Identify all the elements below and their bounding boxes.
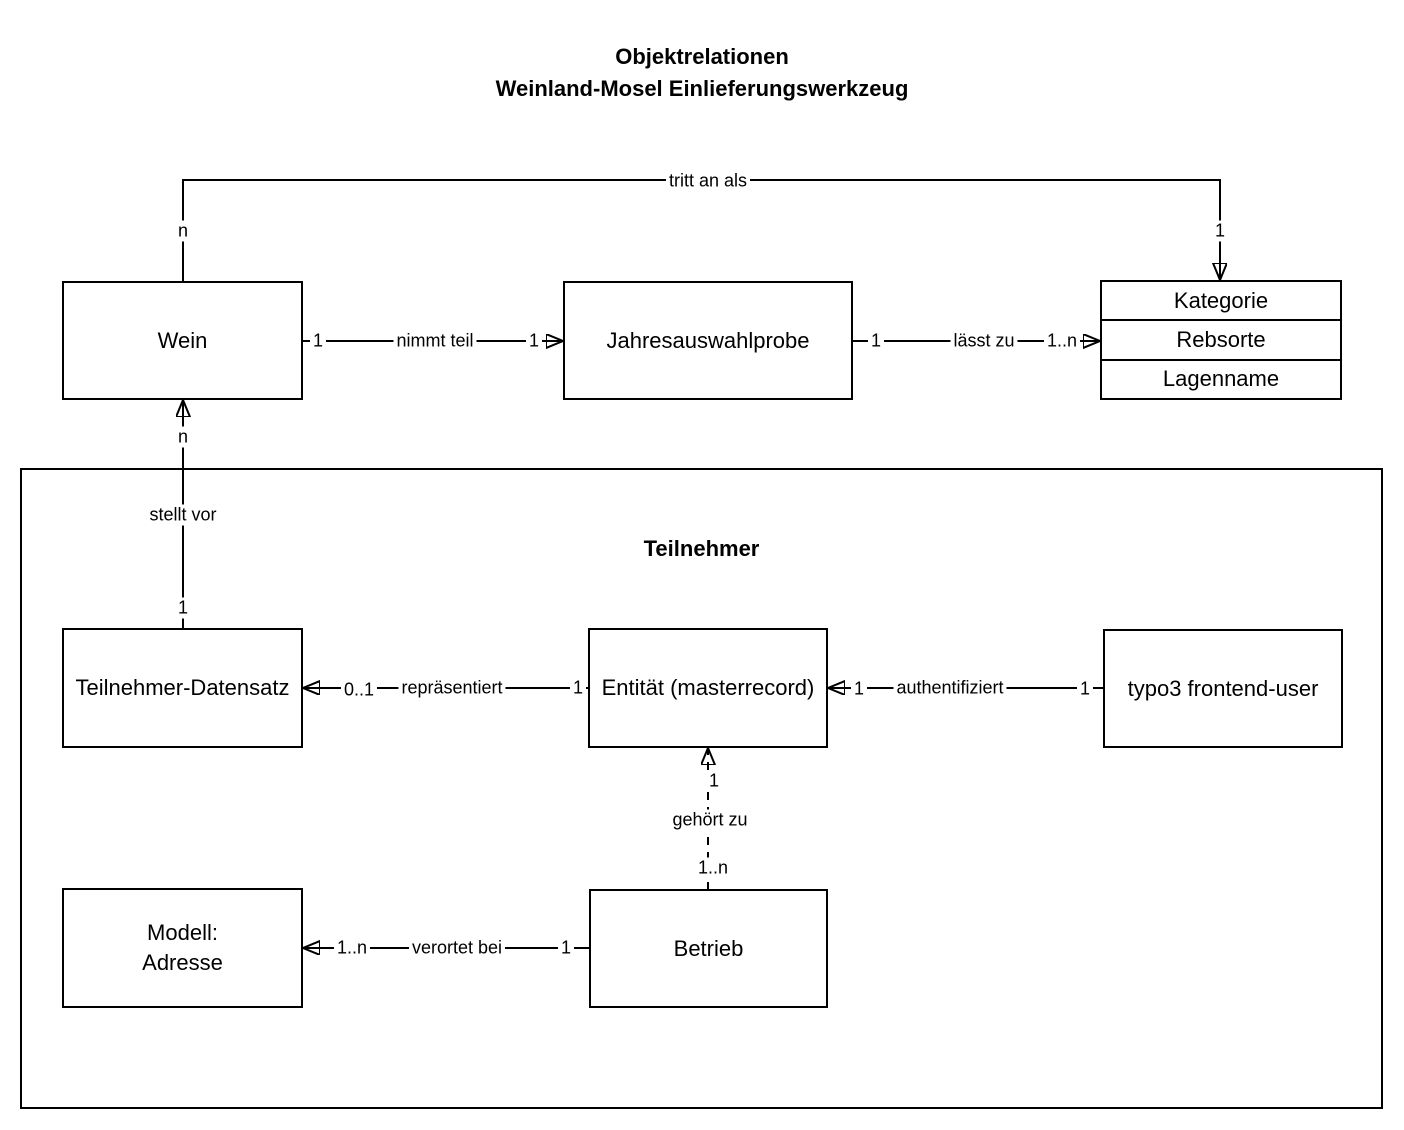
- cardinality-gehoert-zu-source: 1..n: [694, 857, 732, 879]
- relation-label-verortet-bei: verortet bei: [408, 937, 506, 959]
- relation-label-stellt-vor: stellt vor: [146, 504, 220, 526]
- cardinality-tritt-an-als-source: n: [174, 220, 192, 242]
- entity-label-jahresauswahlprobe: Jahresauswahlprobe: [606, 327, 810, 353]
- cardinality-verortet-bei-target: 1..n: [333, 937, 371, 959]
- cardinality-laesst-zu-target: 1..n: [1043, 330, 1081, 352]
- entity-box-jahresauswahlprobe: Jahresauswahlprobe: [563, 281, 853, 400]
- entity-label-typo3-frontend-user: typo3 frontend-user: [1127, 675, 1319, 701]
- entity-label-modell-line1: Modell:: [147, 920, 218, 945]
- cardinality-nimmt-teil-target: 1: [525, 330, 543, 352]
- entity-box-wein: Wein: [62, 281, 303, 400]
- entity-label-wein: Wein: [157, 327, 208, 353]
- cardinality-authentifiziert-target: 1: [850, 678, 868, 700]
- diagram-title-line1: Objektrelationen: [615, 44, 789, 69]
- diagram-title: Objektrelationen Weinland-Mosel Einliefe…: [0, 41, 1404, 105]
- entity-box-teilnehmer-datensatz: Teilnehmer-Datensatz: [62, 628, 303, 748]
- relation-label-authentifiziert: authentifiziert: [893, 677, 1007, 699]
- entity-label-teilnehmer-datensatz: Teilnehmer-Datensatz: [75, 675, 290, 700]
- entity-box-modell-adresse: Modell: Adresse: [62, 888, 303, 1008]
- entity-box-typo3-frontend-user: typo3 frontend-user: [1103, 629, 1343, 748]
- cardinality-stellt-vor-target: n: [174, 426, 192, 448]
- diagram-title-line2: Weinland-Mosel Einlieferungswerkzeug: [495, 76, 909, 101]
- relation-label-gehoert-zu: gehört zu: [669, 809, 751, 831]
- connector-tritt-an-als: [182, 179, 1220, 281]
- entity-label-entitaet: Entität (masterrecord): [601, 675, 815, 700]
- cardinality-nimmt-teil-source: 1: [309, 330, 327, 352]
- cardinality-verortet-bei-source: 1: [557, 937, 575, 959]
- cardinality-repraesentiert-target: 0..1: [340, 679, 378, 701]
- entity-box-entitaet: Entität (masterrecord): [588, 628, 828, 748]
- cardinality-gehoert-zu-target: 1: [705, 770, 723, 792]
- relation-label-laesst-zu: lässt zu: [950, 330, 1018, 352]
- stack-row-lagenname: Lagenname: [1102, 358, 1340, 398]
- container-teilnehmer: Teilnehmer: [20, 468, 1383, 1109]
- entity-box-betrieb: Betrieb: [589, 889, 828, 1008]
- container-teilnehmer-title: Teilnehmer: [643, 536, 760, 561]
- cardinality-stellt-vor-source: 1: [174, 597, 192, 619]
- cardinality-laesst-zu-source: 1: [867, 330, 885, 352]
- relation-label-nimmt-teil: nimmt teil: [393, 330, 477, 352]
- entity-label-betrieb: Betrieb: [673, 935, 744, 961]
- cardinality-authentifiziert-source: 1: [1076, 678, 1094, 700]
- cardinality-repraesentiert-source: 1: [569, 677, 587, 699]
- cardinality-tritt-an-als-target: 1: [1211, 220, 1229, 242]
- stack-row-kategorie: Kategorie: [1173, 287, 1269, 313]
- entity-label-modell-line2: Adresse: [142, 950, 223, 975]
- stack-row-rebsorte: Rebsorte: [1102, 319, 1340, 358]
- relation-label-tritt-an-als: tritt an als: [665, 170, 751, 192]
- attribute-stack-kategorie: Kategorie Rebsorte Lagenname: [1100, 280, 1342, 400]
- relation-label-repraesentiert: repräsentiert: [398, 677, 506, 699]
